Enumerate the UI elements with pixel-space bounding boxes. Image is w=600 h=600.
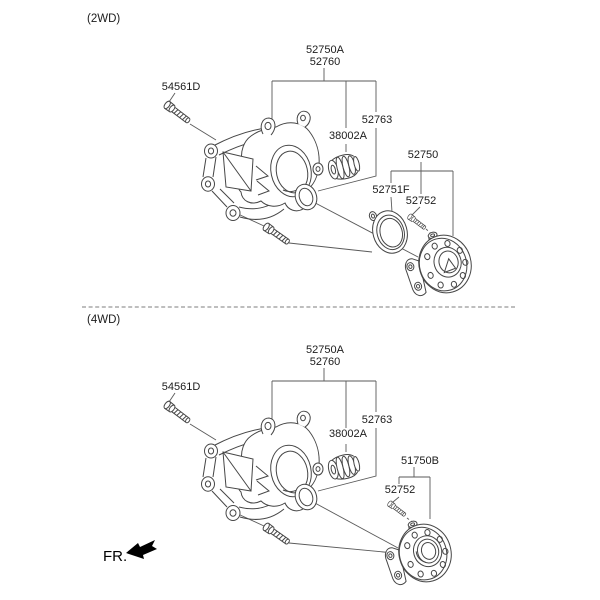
label-assembly-top-4wd: 52750A	[306, 344, 344, 356]
label-bushing-2wd: 38002A	[329, 130, 367, 142]
leader-54561d-2wd	[168, 92, 176, 103]
bracket-51750b-4wd	[398, 467, 431, 519]
axis-line2-4wd	[288, 542, 395, 554]
label-hub-bolt-2wd: 52752	[405, 195, 437, 207]
leader-52751f-2wd	[390, 196, 393, 213]
label-hub-assembly-4wd: 51750B	[401, 455, 439, 467]
variant-label-4wd: (4WD)	[87, 314, 121, 326]
leader-52752-4wd	[392, 496, 400, 503]
label-assembly-bottom-2wd: 52760	[309, 56, 341, 68]
leader-dash-52752-2wd	[425, 228, 435, 237]
diagram-2wd	[162, 68, 479, 304]
leader-52752-2wd	[411, 206, 421, 216]
seal-52751f-2wd	[368, 210, 408, 254]
leader-bolt-axis-4wd	[189, 423, 217, 441]
bolt-54561d-4wd	[162, 399, 193, 426]
leader-54561d-4wd	[168, 392, 176, 403]
bolt-52752-4wd	[386, 499, 408, 518]
diagram-4wd	[162, 368, 459, 593]
label-bearing-4wd: 52763	[361, 414, 393, 426]
knuckle-drawing-4wd	[201, 410, 324, 521]
bracket-52750a-2wd	[271, 68, 377, 128]
leader-lower-bolt-4wd	[237, 513, 265, 527]
leader-bolt-axis-2wd	[189, 123, 217, 141]
axis-line2-2wd	[288, 242, 373, 253]
fr-direction-arrow-icon	[126, 540, 157, 559]
label-hub-bolt-4wd: 52752	[384, 484, 416, 496]
leader-lower-bolt-2wd	[237, 213, 265, 227]
label-bearing-2wd: 52763	[361, 114, 393, 126]
bushing-38002a-4wd	[325, 451, 363, 483]
label-hub-assembly-2wd: 52750	[407, 149, 439, 161]
label-knuckle-bolt-4wd: 54561D	[161, 381, 201, 393]
bracket-52750-2wd	[390, 162, 454, 236]
hub-drawing-51750b-4wd	[377, 512, 459, 593]
bolt-54561d-2wd	[162, 99, 193, 126]
bracket-52750a-4wd	[271, 368, 377, 428]
leader-52763-2wd	[317, 128, 377, 192]
leader-52763-4wd	[317, 428, 377, 492]
axis-line-4wd	[301, 495, 399, 549]
label-seal-2wd: 52751F	[372, 184, 410, 196]
bolt-52752-2wd	[406, 212, 428, 231]
label-bushing-4wd: 38002A	[329, 428, 367, 440]
label-knuckle-bolt-2wd: 54561D	[161, 81, 201, 93]
label-assembly-bottom-4wd: 52760	[309, 356, 341, 368]
bushing-38002a-2wd	[325, 151, 363, 183]
leader-dash-52752-4wd	[406, 517, 416, 525]
bolt-lower-2wd	[261, 221, 292, 247]
label-assembly-top-2wd: 52750A	[306, 44, 344, 56]
hub-drawing-52750-2wd	[397, 223, 479, 304]
variant-label-2wd: (2WD)	[87, 13, 121, 25]
front-direction-label: FR.	[103, 548, 128, 565]
knuckle-drawing-2wd	[201, 110, 324, 221]
bolt-lower-4wd	[261, 521, 292, 547]
